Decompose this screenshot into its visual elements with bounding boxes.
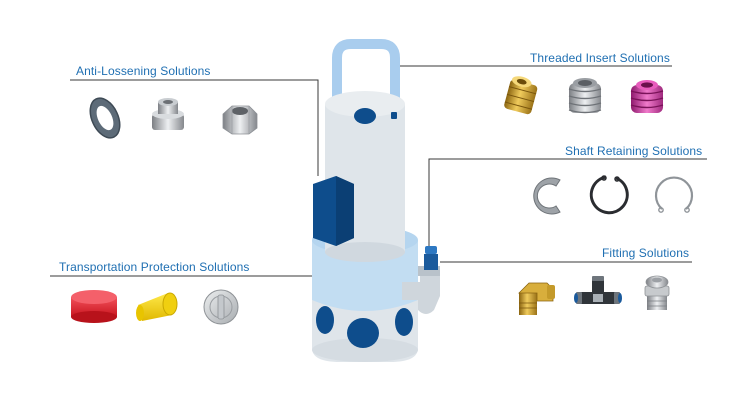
transportation-protection-label: Transportation Protection Solutions	[59, 260, 250, 274]
pump-outlet	[402, 268, 440, 314]
pump-bottom-oval-left	[316, 306, 334, 334]
pump-illustration	[312, 39, 440, 362]
steel-helicoil-insert-icon	[568, 78, 602, 114]
shaft-retaining-label: Shaft Retaining Solutions	[565, 144, 703, 158]
internal-retaining-ring-icon	[654, 176, 694, 213]
external-retaining-ring-icon	[589, 175, 629, 215]
shaft-retaining-leader	[428, 158, 707, 246]
self-clinching-nut-icon	[152, 98, 184, 130]
brass-grease-fitting-icon	[518, 282, 555, 315]
pump-bottom-oval-center	[347, 318, 379, 348]
yellow-tapered-plug-icon	[136, 292, 178, 321]
anti-lossening-leader	[70, 79, 319, 176]
hex-lock-nut-icon	[222, 105, 258, 135]
threaded-insert-label: Threaded Insert Solutions	[530, 51, 670, 65]
magenta-helicoil-insert-icon	[630, 80, 664, 113]
pump-top-cap	[354, 108, 376, 124]
e-clip-icon	[533, 177, 561, 215]
pump-bottom-oval-right	[395, 308, 413, 336]
fitting-label: Fitting Solutions	[602, 246, 690, 260]
push-in-tee-fitting-icon	[574, 276, 622, 304]
anti-lossening-label: Anti-Lossening Solutions	[76, 64, 211, 78]
wave-washer-icon	[89, 97, 121, 139]
button-head-grease-nipple-icon	[644, 275, 670, 310]
brass-threaded-insert-icon	[504, 76, 538, 115]
pump-handle	[332, 39, 400, 150]
red-protective-cap-icon	[71, 290, 117, 323]
grey-threaded-plug-icon	[203, 289, 239, 325]
